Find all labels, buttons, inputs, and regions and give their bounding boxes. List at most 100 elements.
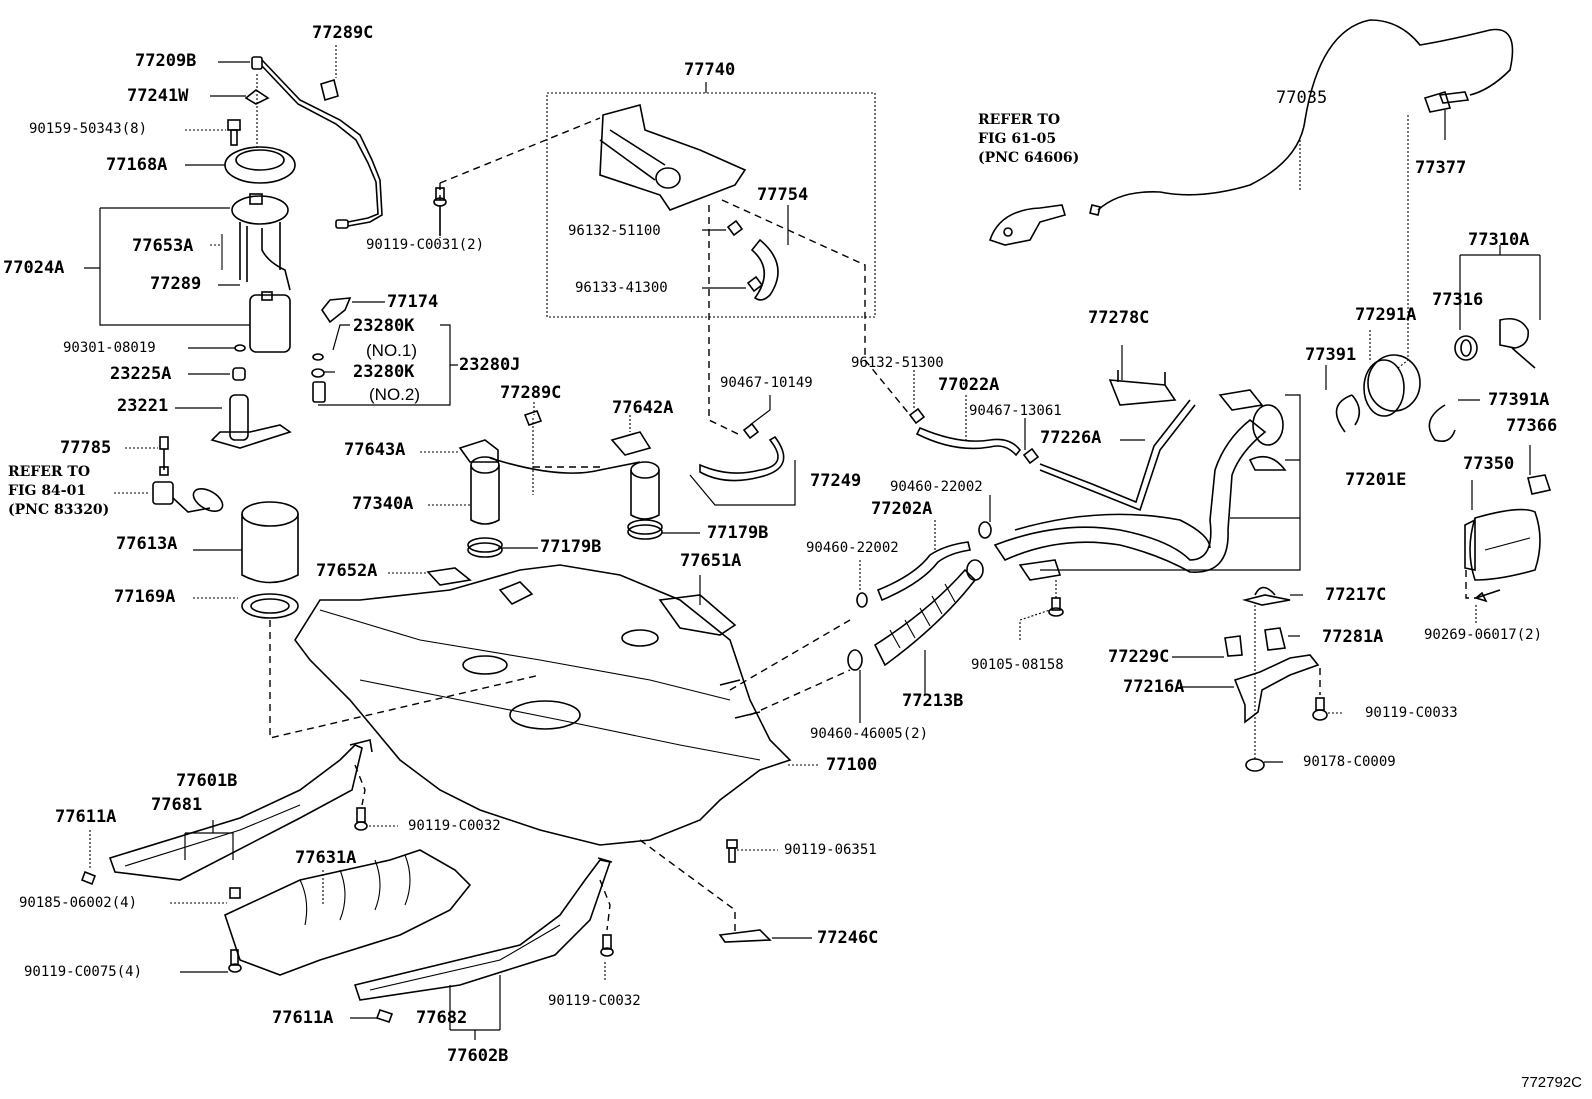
label-77179b-left[interactable]: 77179B [540,537,602,557]
label-77216a[interactable]: 77216A [1123,677,1185,697]
label-77289c-mid[interactable]: 77289C [500,383,562,403]
grommet-77179b-right [627,519,663,540]
label-77310a[interactable]: 77310A [1468,230,1530,250]
label-90467-10149[interactable]: 90467-10149 [720,375,813,391]
label-90119-c0032-a[interactable]: 90119-C0032 [408,818,501,834]
label-77681[interactable]: 77681 [151,795,203,815]
label-77213b[interactable]: 77213B [902,691,964,711]
label-77241w[interactable]: 77241W [127,86,189,106]
charcoal-canister [599,104,747,211]
bracket-77216a [1233,654,1320,724]
label-77217c[interactable]: 77217C [1325,585,1387,605]
label-77601b[interactable]: 77601B [176,771,238,791]
label-77229c[interactable]: 77229C [1108,647,1170,667]
clip-96133-41300 [746,275,764,293]
label-77226a[interactable]: 77226A [1040,428,1102,448]
label-77246c[interactable]: 77246C [817,928,879,948]
fuel-pump-23221 [210,394,292,449]
gasket-90301 [234,344,246,352]
label-77174[interactable]: 77174 [387,292,439,312]
label-23225a[interactable]: 23225A [110,364,172,384]
label-96132-51100[interactable]: 96132-51100 [568,223,661,239]
label-77613a[interactable]: 77613A [116,534,178,554]
label-77377[interactable]: 77377 [1415,158,1467,178]
label-77651a[interactable]: 77651A [680,551,742,571]
label-90159-50343[interactable]: 90159-50343(8) [29,121,148,137]
label-23221[interactable]: 23221 [117,396,169,416]
label-77631a[interactable]: 77631A [295,848,357,868]
label-77024a[interactable]: 77024A [3,258,65,278]
clip-96132-51100 [726,219,744,237]
label-77611a-bottom[interactable]: 77611A [272,1008,334,1028]
label-77642a[interactable]: 77642A [612,398,674,418]
label-77201e[interactable]: 77201E [1345,470,1407,490]
label-23280k-no2[interactable]: 23280K [353,362,415,382]
vent-pipe-77340a [470,456,660,525]
label-90460-22002-b[interactable]: 90460-22002 [806,540,899,556]
label-90269-06017[interactable]: 90269-06017(2) [1424,627,1543,643]
label-77391[interactable]: 77391 [1305,345,1357,365]
label-23280k-no1-sub: (NO.1) [366,341,417,360]
label-96133-41300[interactable]: 96133-41300 [575,280,668,296]
label-90301-08019[interactable]: 90301-08019 [63,340,156,356]
clamp-90460-46005-a [847,649,863,671]
label-90119-c0031[interactable]: 90119-C0031(2) [366,237,485,253]
canister-box-77740 [546,92,876,318]
clamp-90460-22002-a [978,521,992,539]
label-77035[interactable]: 77035 [1276,88,1328,108]
label-90185-06002[interactable]: 90185-06002(4) [19,895,138,911]
filler-pipe-77201e [993,389,1287,581]
label-77169a[interactable]: 77169A [114,587,176,607]
tank-band-77602b [353,857,613,1001]
label-77249[interactable]: 77249 [810,471,862,491]
gasket-77169a [241,593,299,619]
label-90119-c0033[interactable]: 90119-C0033 [1365,705,1458,721]
label-77022a[interactable]: 77022A [938,375,1000,395]
label-77281a[interactable]: 77281A [1322,627,1384,647]
label-90460-46005[interactable]: 90460-46005(2) [810,726,929,742]
label-77316[interactable]: 77316 [1432,290,1484,310]
clip-90467-13061 [1022,447,1040,465]
label-23280k-no1[interactable]: 23280K [353,316,415,336]
label-77340a[interactable]: 77340A [352,494,414,514]
label-77202a[interactable]: 77202A [871,499,933,519]
label-77785[interactable]: 77785 [60,438,112,458]
label-77652a[interactable]: 77652A [316,561,378,581]
label-77643a[interactable]: 77643A [344,440,406,460]
cushion-23225a [232,367,246,381]
label-23280j[interactable]: 23280J [459,355,521,375]
label-77100[interactable]: 77100 [826,755,878,775]
label-90178-c0009[interactable]: 90178-C0009 [1303,754,1396,770]
label-77682[interactable]: 77682 [416,1008,468,1028]
label-96132-51300[interactable]: 96132-51300 [851,355,944,371]
label-90119-c0075[interactable]: 90119-C0075(4) [24,964,143,980]
label-77179b-right[interactable]: 77179B [707,523,769,543]
label-77291a[interactable]: 77291A [1355,305,1417,325]
bracket-77174 [321,297,352,324]
note-refer-fig-61-05[interactable]: REFER TO FIG 61-05 (PNC 64606) [978,112,1080,166]
leader-lines [114,45,1531,1019]
label-90119-c0032-b[interactable]: 90119-C0032 [548,993,641,1009]
note-refer-fig-84-01[interactable]: REFER TO FIG 84-01 (PNC 83320) [8,464,110,518]
label-77602b[interactable]: 77602B [447,1046,509,1066]
label-77278c[interactable]: 77278C [1088,308,1150,328]
fuel-lid-77350 [1464,508,1541,581]
label-90105-08158[interactable]: 90105-08158 [971,657,1064,673]
label-77289c-top[interactable]: 77289C [312,23,374,43]
label-77209b[interactable]: 77209B [135,51,197,71]
label-90119-06351[interactable]: 90119-06351 [784,842,877,858]
label-90467-13061[interactable]: 90467-13061 [969,403,1062,419]
label-77611a-top[interactable]: 77611A [55,807,117,827]
label-77754[interactable]: 77754 [757,185,809,205]
label-90460-22002-a[interactable]: 90460-22002 [890,479,983,495]
label-77289[interactable]: 77289 [150,274,202,294]
retainer-ring-77168a [224,146,296,184]
label-77168a[interactable]: 77168A [106,155,168,175]
label-77391a[interactable]: 77391A [1488,390,1550,410]
label-77350[interactable]: 77350 [1463,454,1515,474]
label-77740[interactable]: 77740 [684,60,736,80]
label-77653a[interactable]: 77653A [132,236,194,256]
bolt-90159 [227,119,241,146]
label-77366[interactable]: 77366 [1506,416,1558,436]
